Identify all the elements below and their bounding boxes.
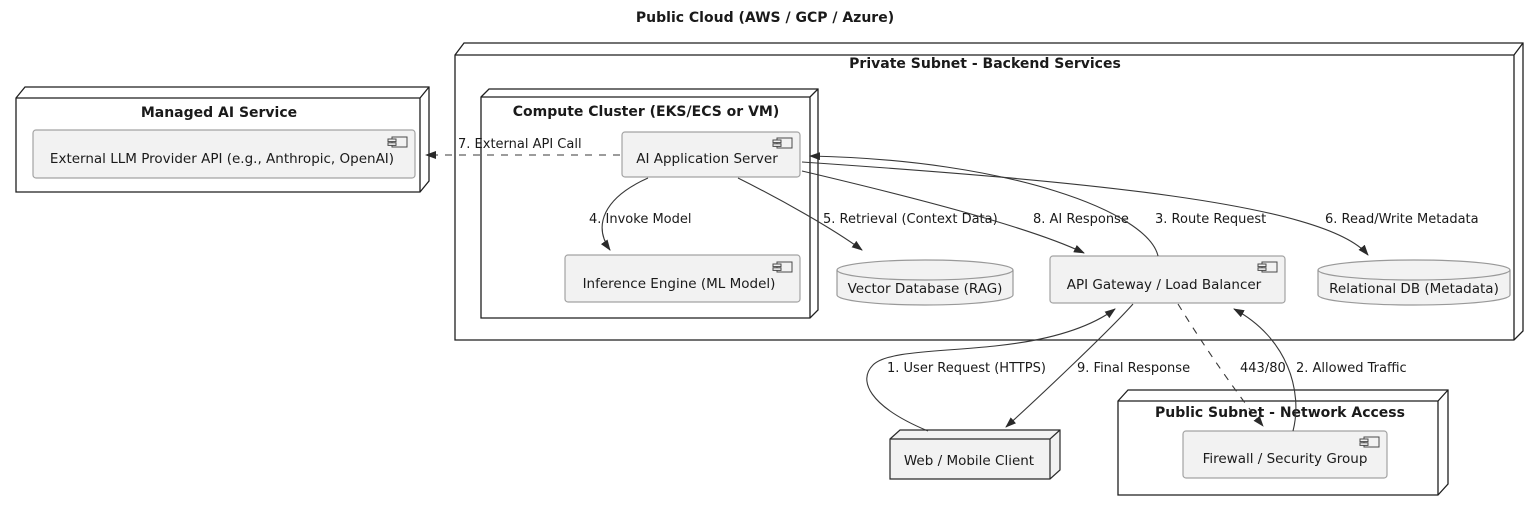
client-box bbox=[889, 429, 1061, 480]
public-subnet-bevel bbox=[1118, 389, 1449, 495]
component-icon bbox=[772, 137, 793, 149]
managed-ai-node: Managed AI Service External LLM Provider… bbox=[15, 86, 430, 193]
vector-db-body bbox=[836, 259, 1014, 306]
managed-ai-bevel bbox=[16, 86, 430, 192]
llm-api-label: External LLM Provider API (e.g., Anthrop… bbox=[50, 151, 394, 167]
inference-engine-box bbox=[564, 254, 801, 303]
edge-label-ai-response: 8. AI Response bbox=[1033, 212, 1129, 227]
firewall-label: Firewall / Security Group bbox=[1203, 451, 1368, 467]
component-icon bbox=[387, 136, 408, 148]
managed-ai-title: Managed AI Service bbox=[141, 105, 297, 121]
edge-user-request bbox=[866, 308, 1116, 432]
component-icon bbox=[772, 261, 793, 273]
inference-engine-label: Inference Engine (ML Model) bbox=[583, 276, 776, 292]
relational-db-label: Relational DB (Metadata) bbox=[1329, 281, 1499, 297]
vector-db-label: Vector Database (RAG) bbox=[848, 281, 1003, 297]
inference-engine-component: Inference Engine (ML Model) bbox=[564, 254, 801, 303]
edge-label-invoke-model: 4. Invoke Model bbox=[589, 212, 691, 227]
compute-cluster-bevel bbox=[481, 88, 819, 318]
edge-label-user-request: 1. User Request (HTTPS) bbox=[887, 361, 1046, 376]
public-subnet-title: Public Subnet - Network Access bbox=[1155, 405, 1405, 421]
edge-label-route-request: 3. Route Request bbox=[1155, 212, 1266, 227]
edge-retrieval bbox=[737, 177, 863, 251]
client-node: Web / Mobile Client bbox=[889, 429, 1061, 480]
component-icon bbox=[1257, 261, 1278, 273]
edge-allowed-traffic bbox=[1233, 308, 1297, 432]
edge-label-read-write-metadata: 6. Read/Write Metadata bbox=[1325, 212, 1479, 227]
edge-label-allowed-traffic: 2. Allowed Traffic bbox=[1296, 361, 1407, 376]
firewall-box bbox=[1182, 430, 1388, 479]
edge-final-response bbox=[1005, 303, 1134, 428]
compute-cluster-title: Compute Cluster (EKS/ECS or VM) bbox=[513, 104, 780, 120]
edge-route-request bbox=[809, 152, 1159, 257]
llm-api-component: External LLM Provider API (e.g., Anthrop… bbox=[32, 129, 416, 179]
edge-label-retrieval: 5. Retrieval (Context Data) bbox=[823, 212, 998, 227]
edge-label-external-api-call: 7. External API Call bbox=[458, 137, 582, 152]
private-subnet-bevel bbox=[455, 42, 1524, 340]
firewall-component: Firewall / Security Group bbox=[1182, 430, 1388, 479]
edge-invoke-model bbox=[600, 177, 649, 251]
vector-db-rim bbox=[836, 269, 1014, 281]
edge-ports bbox=[1177, 303, 1264, 427]
edge-label-final-response: 9. Final Response bbox=[1077, 361, 1190, 376]
api-gateway-box bbox=[1049, 255, 1286, 304]
relational-db: Relational DB (Metadata) bbox=[1317, 259, 1511, 306]
public-subnet-node: Public Subnet - Network Access Firewall … bbox=[1117, 389, 1449, 496]
compute-cluster-node: Compute Cluster (EKS/ECS or VM) AI Appli… bbox=[480, 88, 819, 319]
private-subnet-title: Private Subnet - Backend Services bbox=[849, 56, 1121, 72]
llm-api-box bbox=[32, 129, 416, 179]
api-gateway-label: API Gateway / Load Balancer bbox=[1067, 277, 1262, 293]
edge-label-ports: 443/80 bbox=[1240, 361, 1286, 376]
api-gateway-component: API Gateway / Load Balancer bbox=[1049, 255, 1286, 304]
diagram-title: Public Cloud (AWS / GCP / Azure) bbox=[636, 10, 894, 26]
vector-db: Vector Database (RAG) bbox=[836, 259, 1014, 306]
client-label: Web / Mobile Client bbox=[904, 453, 1034, 469]
edge-read-write-metadata bbox=[801, 161, 1369, 256]
ai-app-server-component: AI Application Server bbox=[621, 131, 801, 178]
ai-app-server-box bbox=[621, 131, 801, 178]
edge-ai-response bbox=[801, 170, 1085, 254]
relational-db-rim bbox=[1317, 269, 1511, 281]
client-bevel bbox=[890, 429, 1061, 479]
component-icon bbox=[1359, 436, 1380, 448]
ai-app-server-label: AI Application Server bbox=[636, 151, 778, 167]
relational-db-body bbox=[1317, 259, 1511, 306]
